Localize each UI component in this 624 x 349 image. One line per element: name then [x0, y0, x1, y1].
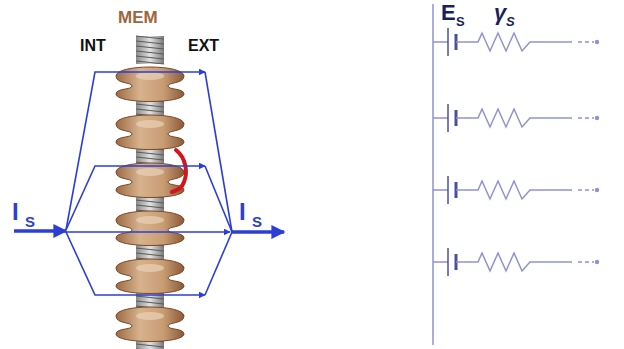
- helix-thread: [136, 248, 164, 251]
- battery-plate: [447, 104, 449, 132]
- helix-thread: [136, 56, 164, 59]
- current-subscript: S: [252, 214, 262, 229]
- helix-thread: [136, 104, 164, 107]
- side-label: EXT: [188, 38, 219, 54]
- current-arrow: [232, 230, 284, 234]
- wire: [433, 261, 448, 263]
- helix-thread: [136, 46, 164, 49]
- wire: [578, 117, 594, 119]
- branch: [433, 176, 599, 204]
- resistor-symbol: [456, 109, 572, 127]
- terminal: [595, 116, 599, 120]
- helix-thread: [136, 41, 164, 44]
- protein-unit: [116, 115, 184, 150]
- emf-symbol: E: [441, 2, 456, 24]
- protein-body: [116, 259, 184, 294]
- conductance-symbol: γ: [494, 2, 506, 24]
- wire: [433, 189, 448, 191]
- current-arrow: [14, 229, 66, 233]
- protein-body: [116, 307, 184, 342]
- protein-highlight: [136, 312, 164, 320]
- red-channel-mark: [172, 150, 186, 192]
- resistor-symbol: [456, 33, 572, 51]
- emf-subscript: S: [456, 15, 465, 28]
- wire: [578, 261, 594, 263]
- battery-plate: [447, 28, 449, 56]
- protein-body: [116, 115, 184, 150]
- protein-highlight: [136, 216, 164, 224]
- helix-thread: [136, 253, 164, 256]
- side-label: INT: [80, 38, 106, 54]
- branch: [433, 104, 599, 132]
- protein-highlight: [136, 264, 164, 272]
- circuit-branch: [433, 28, 599, 276]
- battery-plate: [447, 248, 449, 276]
- helix-thread: [136, 61, 164, 64]
- helix-thread: [136, 51, 164, 54]
- helix-thread: [136, 296, 164, 299]
- protein-highlight: [136, 168, 164, 176]
- current-symbol: I: [239, 200, 246, 224]
- current-subscript: S: [25, 214, 35, 229]
- helix-thread: [136, 157, 164, 160]
- conductance-subscript: S: [506, 15, 515, 28]
- terminal: [595, 188, 599, 192]
- battery-plate: [447, 176, 449, 204]
- helix-thread: [136, 109, 164, 112]
- protein-body: [116, 211, 184, 246]
- current-paths: [66, 72, 232, 295]
- wire: [433, 117, 448, 119]
- terminal: [595, 260, 599, 264]
- helix-thread: [136, 301, 164, 304]
- branch: [433, 28, 599, 56]
- helix-thread: [136, 36, 164, 39]
- helix-thread: [136, 200, 164, 203]
- branch: [433, 248, 599, 276]
- helix-thread: [136, 344, 164, 347]
- helix-thread: [136, 205, 164, 208]
- bus-wire: [432, 4, 434, 345]
- helix-segment: [136, 36, 164, 64]
- protein-highlight: [136, 72, 164, 80]
- protein-highlight: [136, 120, 164, 128]
- terminal: [595, 40, 599, 44]
- wire: [578, 189, 594, 191]
- wire: [433, 41, 448, 43]
- protein-unit: [116, 211, 184, 246]
- protein-unit: [116, 307, 184, 342]
- membrane-protein: [116, 67, 184, 342]
- resistor-symbol: [456, 253, 572, 271]
- membrane-label: MEM: [118, 9, 158, 26]
- protein-unit: [116, 259, 184, 294]
- helix-thread: [136, 152, 164, 155]
- wire: [578, 41, 594, 43]
- resistor-symbol: [456, 181, 572, 199]
- current-symbol: I: [12, 200, 19, 224]
